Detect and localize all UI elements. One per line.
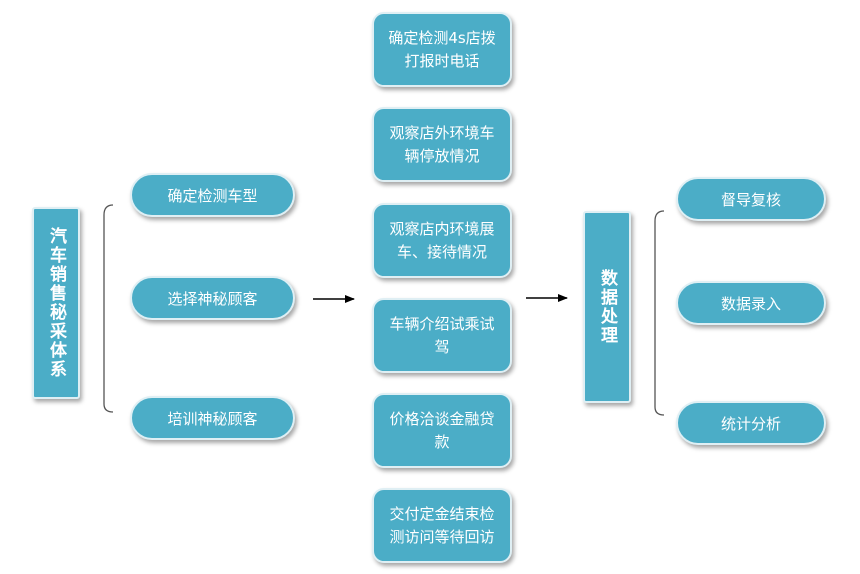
- step-deposit-followup: 交付定金结束检测访问等待回访: [372, 488, 512, 563]
- step-label: 价格洽谈金融贷款: [389, 409, 495, 451]
- step-interior: 观察店内环境展车、接待情况: [372, 203, 512, 278]
- branch-select-shopper: 选择神秘顾客: [130, 276, 295, 320]
- branch-label: 统计分析: [720, 414, 781, 433]
- step-exterior: 观察店外环境车辆停放情况: [372, 107, 512, 182]
- step-label: 确定检测4s店拨打报时电话: [388, 28, 496, 70]
- system-title: 汽车销售秘采体系: [46, 227, 66, 379]
- branch-train-shopper: 培训神秘顾客: [130, 396, 295, 440]
- step-price-loan: 价格洽谈金融贷款: [372, 393, 512, 468]
- branch-label: 培训神秘顾客: [167, 409, 258, 428]
- left-bracket: [103, 204, 114, 413]
- processing-box: 数据处理: [583, 211, 631, 403]
- branch-label: 督导复核: [720, 190, 781, 209]
- step-test-drive: 车辆介绍试乘试驾: [372, 298, 512, 373]
- processing-label: 数据处理: [597, 269, 617, 345]
- step-label: 交付定金结束检测访问等待回访: [389, 504, 495, 546]
- branch-data-entry: 数据录入: [676, 281, 826, 325]
- step-label: 观察店内环境展车、接待情况: [389, 219, 495, 261]
- system-title-box: 汽车销售秘采体系: [32, 207, 80, 399]
- step-label: 车辆介绍试乘试驾: [389, 314, 495, 356]
- right-bracket: [654, 210, 665, 416]
- branch-confirm-model: 确定检测车型: [130, 173, 295, 217]
- branch-label: 选择神秘顾客: [167, 289, 258, 308]
- branch-statistics: 统计分析: [676, 401, 826, 445]
- step-phone-check: 确定检测4s店拨打报时电话: [372, 12, 512, 87]
- step-label: 观察店外环境车辆停放情况: [389, 123, 495, 165]
- branch-label: 数据录入: [720, 294, 781, 313]
- branch-supervise: 督导复核: [676, 177, 826, 221]
- branch-label: 确定检测车型: [167, 186, 258, 205]
